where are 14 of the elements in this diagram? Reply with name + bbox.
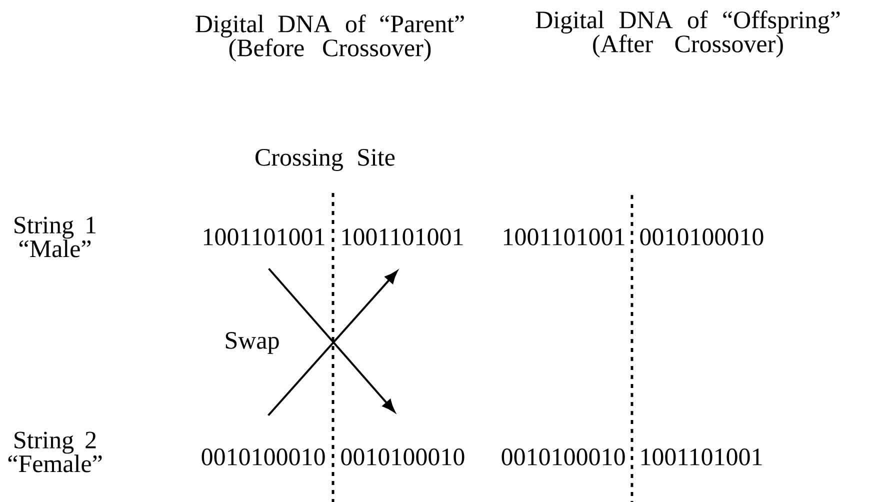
bit-string: 0010100010 xyxy=(502,448,625,466)
bit-string: 0010100010 xyxy=(202,448,325,466)
bit-string: 1001101001 xyxy=(204,228,324,246)
row-label: String 1 “Male” xyxy=(14,216,96,258)
bit-string: 1001101001 xyxy=(342,228,463,246)
bit-string: 0010100010 xyxy=(640,228,764,246)
swap-label: Swap xyxy=(226,332,279,354)
heading: Digital DNA of “Parent” (Before Crossover) xyxy=(196,14,464,62)
bit-string: 0010100010 xyxy=(341,448,464,466)
row-label: String 2 “Female” xyxy=(8,432,102,472)
bit-string: 1001101001 xyxy=(504,228,624,246)
axis-label: Crossing Site xyxy=(256,149,395,171)
bit-string: 1001101001 xyxy=(641,448,762,466)
heading: Digital DNA of “Offspring” (After Crossover) xyxy=(536,10,840,58)
